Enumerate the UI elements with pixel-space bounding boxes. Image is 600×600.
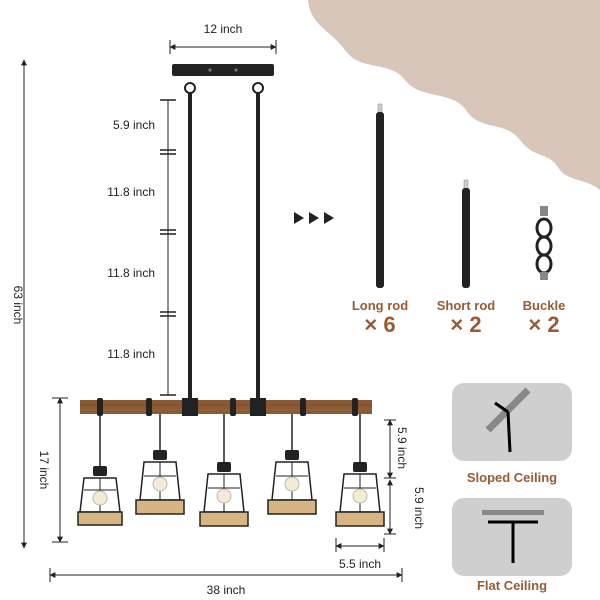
long-rod-image: [376, 103, 384, 288]
rod-segment-4-label: 11.8 inch: [107, 347, 155, 361]
total-height-label: 63 inch: [11, 286, 25, 325]
arrow-icons: [294, 212, 334, 224]
rod-segment-3-label: 11.8 inch: [107, 266, 155, 280]
pendant-lamp: [135, 414, 185, 515]
part-label-long-rod: Long rod: [352, 298, 408, 313]
sloped-ceiling-label: Sloped Ceiling: [467, 470, 557, 485]
rod-segment-2-label: 11.8 inch: [107, 185, 155, 199]
canopy-plate: [172, 64, 274, 76]
part-quantity-long-rod: × 6: [364, 312, 395, 337]
flat-ceiling-label: Flat Ceiling: [477, 578, 547, 593]
part-label-buckle: Buckle: [523, 298, 566, 313]
shade-drop-label: 5.9 inch: [395, 427, 409, 469]
part-quantity-buckle: × 2: [528, 312, 559, 337]
short-rod-image: [462, 179, 470, 288]
buckle-image: [535, 206, 553, 280]
part-label-short-rod: Short rod: [437, 298, 496, 313]
part-quantity-short-rod: × 2: [450, 312, 481, 337]
total-width-label: 38 inch: [207, 583, 246, 597]
beam-rope-wraps: [97, 398, 358, 416]
pendant-lamp: [335, 414, 385, 527]
pendant-lamp: [267, 414, 317, 515]
sloped-ceiling-panel: [452, 383, 572, 461]
rod-segment-1-label: 5.9 inch: [113, 118, 155, 132]
pendant-lamp: [77, 414, 123, 526]
sloped-ceiling-icon: [485, 387, 531, 453]
canopy-width-label: 12 inch: [204, 22, 243, 36]
lamp-height-label: 17 inch: [37, 451, 51, 490]
shade-width-label: 5.5 inch: [339, 557, 381, 571]
pendant-lamp: [199, 414, 249, 527]
flat-ceiling-icon: [482, 510, 544, 563]
wooden-beam: [80, 400, 372, 414]
cloud-decoration: [308, 0, 600, 190]
shade-height-label: 5.9 inch: [412, 487, 426, 529]
